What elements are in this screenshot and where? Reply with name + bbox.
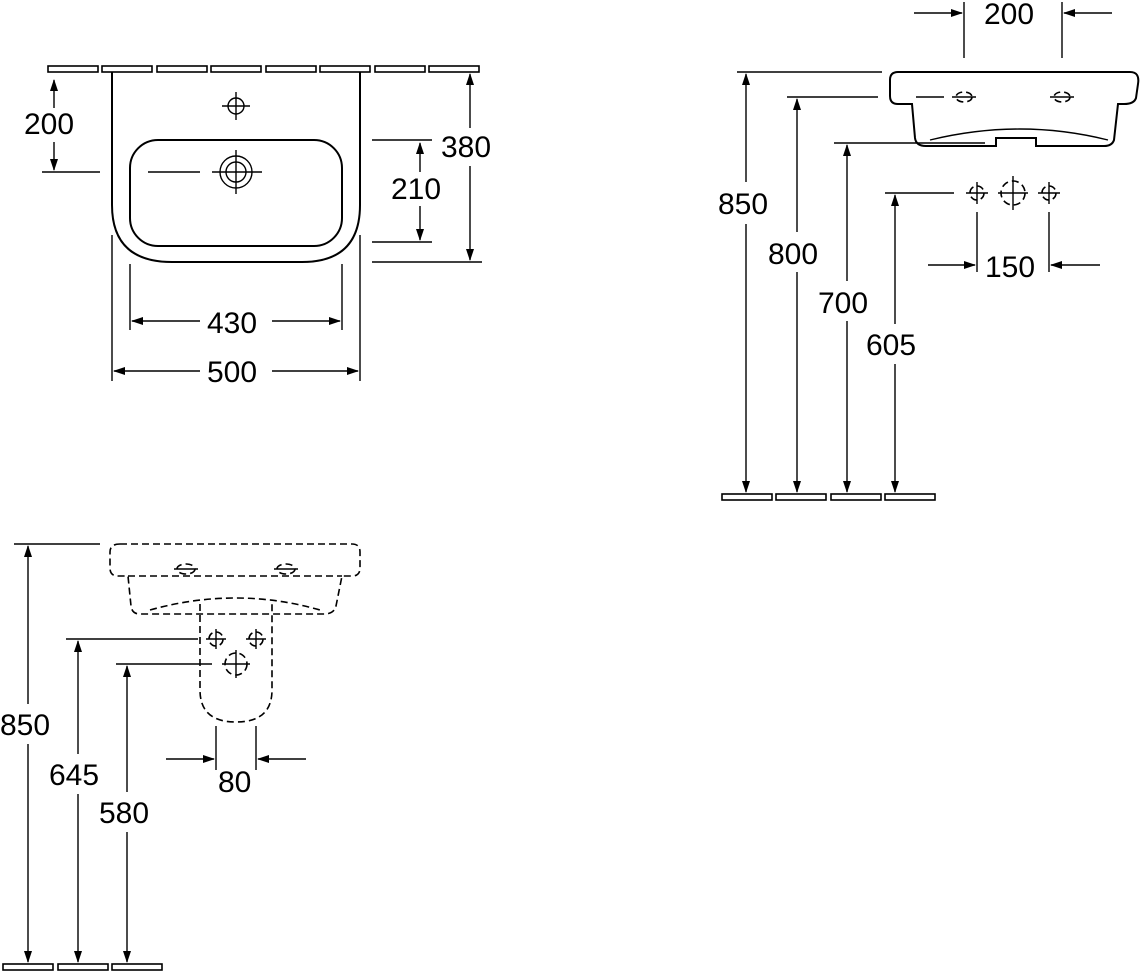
dim-80-front-view: 80: [218, 766, 251, 799]
dim-200-side-view: 200: [984, 0, 1034, 31]
tap-hole-symbol: [222, 92, 250, 120]
basin-front-dashed: [109, 543, 361, 615]
basin-bowl: [129, 139, 343, 247]
dim-430-top-view: 430: [207, 307, 257, 340]
dim-580-front-view: 580: [99, 797, 149, 830]
pipe-connection-symbols: [966, 176, 1060, 210]
top-view: 200 210 380 430 500: [24, 65, 491, 389]
wall-strip-top-view: [47, 65, 480, 73]
pipe-connections-front: [206, 629, 266, 678]
dim-150-side-view: 150: [985, 251, 1035, 284]
dim-850-side-view: 850: [718, 188, 768, 221]
dim-500-top-view: 500: [207, 356, 257, 389]
dim-210-top-view: 210: [391, 173, 441, 206]
dim-800-side-view: 800: [768, 238, 818, 271]
dim-380-top-view: 380: [441, 131, 491, 164]
tap-hole-front-right: [274, 563, 298, 575]
front-view: 80 850 645 580: [0, 543, 361, 971]
basin-outline: [111, 72, 361, 263]
dim-850-front-view: 850: [0, 709, 50, 742]
dim-700-side-view: 700: [818, 287, 868, 320]
tap-hole-front-left: [174, 563, 198, 575]
dim-200-top-view: 200: [24, 108, 74, 141]
floor-strip-front-view: [2, 963, 163, 971]
tap-hole-side-left: [952, 91, 976, 103]
side-view: 200 150: [718, 0, 1140, 501]
drain-symbol: [148, 150, 262, 194]
floor-strip-side-view: [721, 493, 936, 501]
basin-profile: [889, 71, 1140, 147]
dim-605-side-view: 605: [866, 329, 916, 362]
tap-hole-side-right: [1050, 91, 1074, 103]
dim-645-front-view: 645: [49, 759, 99, 792]
